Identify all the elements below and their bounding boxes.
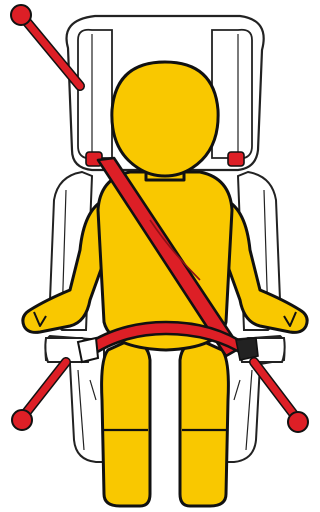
left-leg [102,340,150,506]
headrest-left-pad [78,30,112,158]
head [112,62,218,176]
lower-left-knob [12,410,32,430]
top-tether-knob [11,5,31,25]
right-leg [180,340,228,506]
shoulder-belt-guide-right [228,152,244,166]
lower-right-knob [288,412,308,432]
lap-belt-anchor-left [78,338,98,362]
buckle [236,338,258,360]
headrest-right-pad [212,30,252,158]
